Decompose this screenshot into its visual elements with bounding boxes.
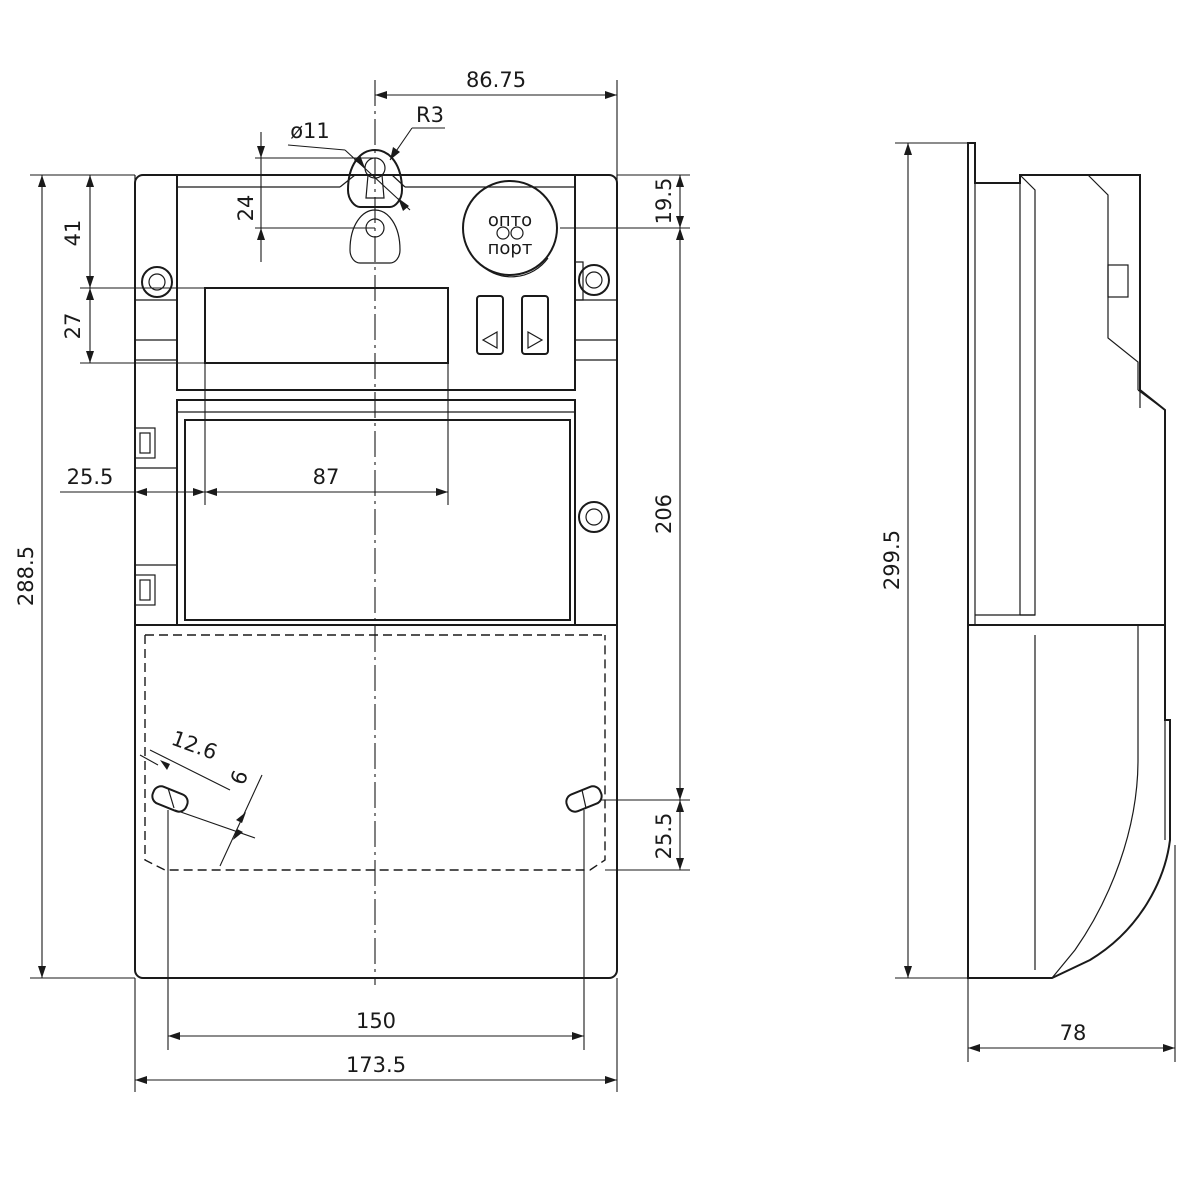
mounting-contour — [144, 635, 606, 871]
left-clip-lower — [134, 574, 156, 606]
dim-hole-radius: R3 — [416, 103, 444, 127]
optical-port-label-2: порт — [488, 238, 533, 259]
left-clip-upper — [134, 427, 156, 459]
dim-display-height: 27 — [61, 313, 85, 340]
dim-hanger-height: 24 — [234, 195, 258, 222]
front-view: опто порт — [134, 80, 618, 985]
dim-total-height: 288.5 — [14, 546, 38, 606]
dim-left-to-display: 25.5 — [67, 465, 114, 489]
dim-top-to-display: 41 — [61, 220, 85, 247]
display-window — [204, 287, 449, 364]
right-ear-hole — [578, 264, 610, 296]
side-back-plate — [967, 142, 1171, 979]
dim-slot-bottom-offset: 25.5 — [652, 813, 676, 860]
dim-total-width: 173.5 — [346, 1053, 406, 1077]
dim-top-offset: 86.75 — [466, 68, 526, 92]
scroll-button-right — [521, 295, 549, 355]
side-dimensions: 299.5 78 — [880, 142, 1176, 1062]
dim-slot-width: 6 — [226, 767, 253, 788]
dim-display-width: 87 — [313, 465, 340, 489]
dim-mount-width: 150 — [356, 1009, 396, 1033]
dim-mount-vertical: 206 — [652, 494, 676, 534]
slot-left — [151, 785, 189, 813]
seal-screw — [578, 501, 610, 533]
left-ear-hole — [141, 266, 173, 298]
side-view — [967, 142, 1171, 979]
front-dimensions: 86.75 R3 ø11 24 41 27 — [14, 68, 690, 1092]
optical-port-label-1: опто — [488, 210, 532, 231]
dim-right-top-offset: 19.5 — [652, 178, 676, 225]
terminal-frame — [176, 399, 576, 626]
slot-right — [565, 785, 603, 813]
top-cover — [176, 175, 576, 391]
dim-slot-length: 12.6 — [168, 726, 220, 765]
scroll-button-left — [476, 295, 504, 355]
dim-side-depth: 78 — [1060, 1021, 1087, 1045]
optical-port: опто порт — [462, 180, 558, 278]
dim-hole-diameter: ø11 — [290, 119, 330, 143]
dim-side-total-height: 299.5 — [880, 530, 904, 590]
